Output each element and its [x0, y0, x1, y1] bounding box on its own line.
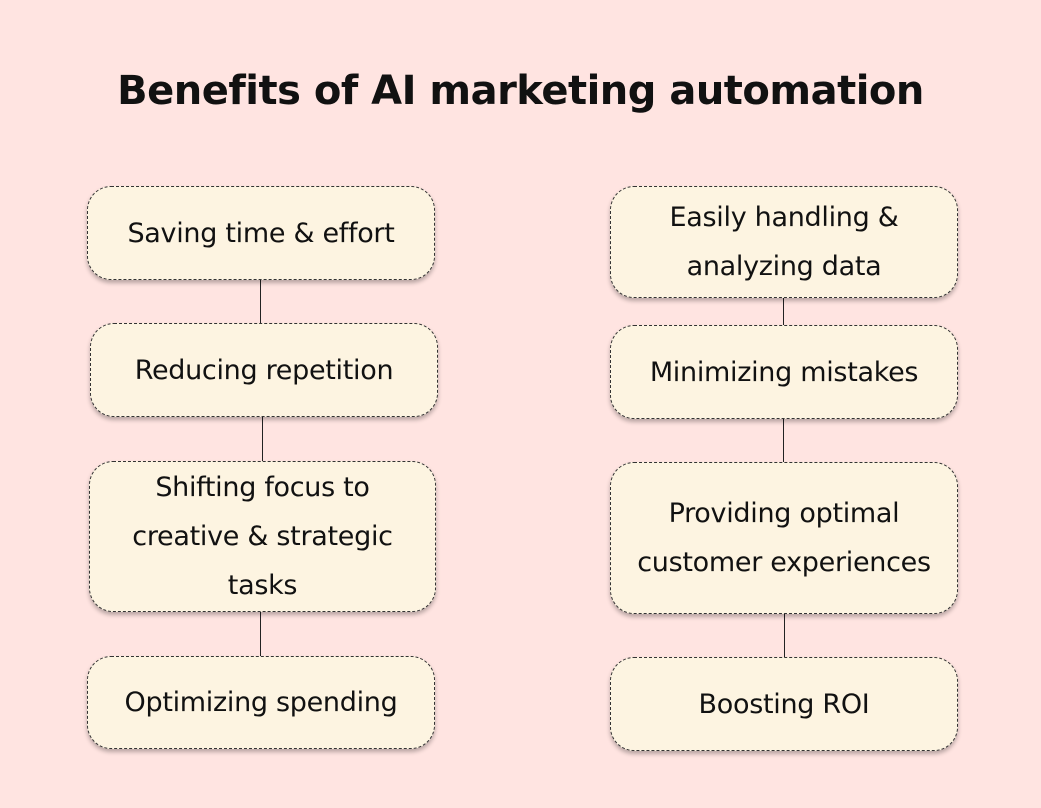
benefit-box-shifting-focus: Shifting focus to creative & strategic t… [89, 461, 436, 612]
benefit-box-reducing-repetition: Reducing repetition [90, 323, 438, 417]
connector-right-3 [784, 613, 785, 658]
benefit-label: Easily handling & analyzing data [669, 202, 899, 282]
benefit-box-customer-experiences: Providing optimal customer experiences [610, 462, 958, 614]
benefit-label: Reducing repetition [134, 354, 394, 386]
connector-left-2 [262, 416, 263, 462]
benefit-box-saving-time: Saving time & effort [87, 186, 435, 280]
benefit-box-optimizing-spending: Optimizing spending [87, 656, 435, 749]
benefit-box-handling-data: Easily handling & analyzing data [610, 186, 958, 298]
benefit-label: Shifting focus to creative & strategic t… [132, 472, 393, 601]
benefit-box-boosting-roi: Boosting ROI [610, 657, 958, 751]
benefit-label: Optimizing spending [124, 687, 398, 718]
benefit-label: Minimizing mistakes [649, 356, 919, 388]
connector-right-2 [783, 418, 784, 463]
connector-right-1 [783, 297, 784, 326]
benefit-label: Saving time & effort [127, 217, 395, 249]
connector-left-1 [260, 280, 261, 324]
benefit-box-minimizing-mistakes: Minimizing mistakes [610, 325, 958, 419]
connector-left-3 [260, 611, 261, 657]
diagram-title: Benefits of AI marketing automation [117, 68, 924, 114]
benefit-label: Boosting ROI [698, 688, 870, 720]
benefit-label: Providing optimal customer experiences [637, 498, 931, 578]
